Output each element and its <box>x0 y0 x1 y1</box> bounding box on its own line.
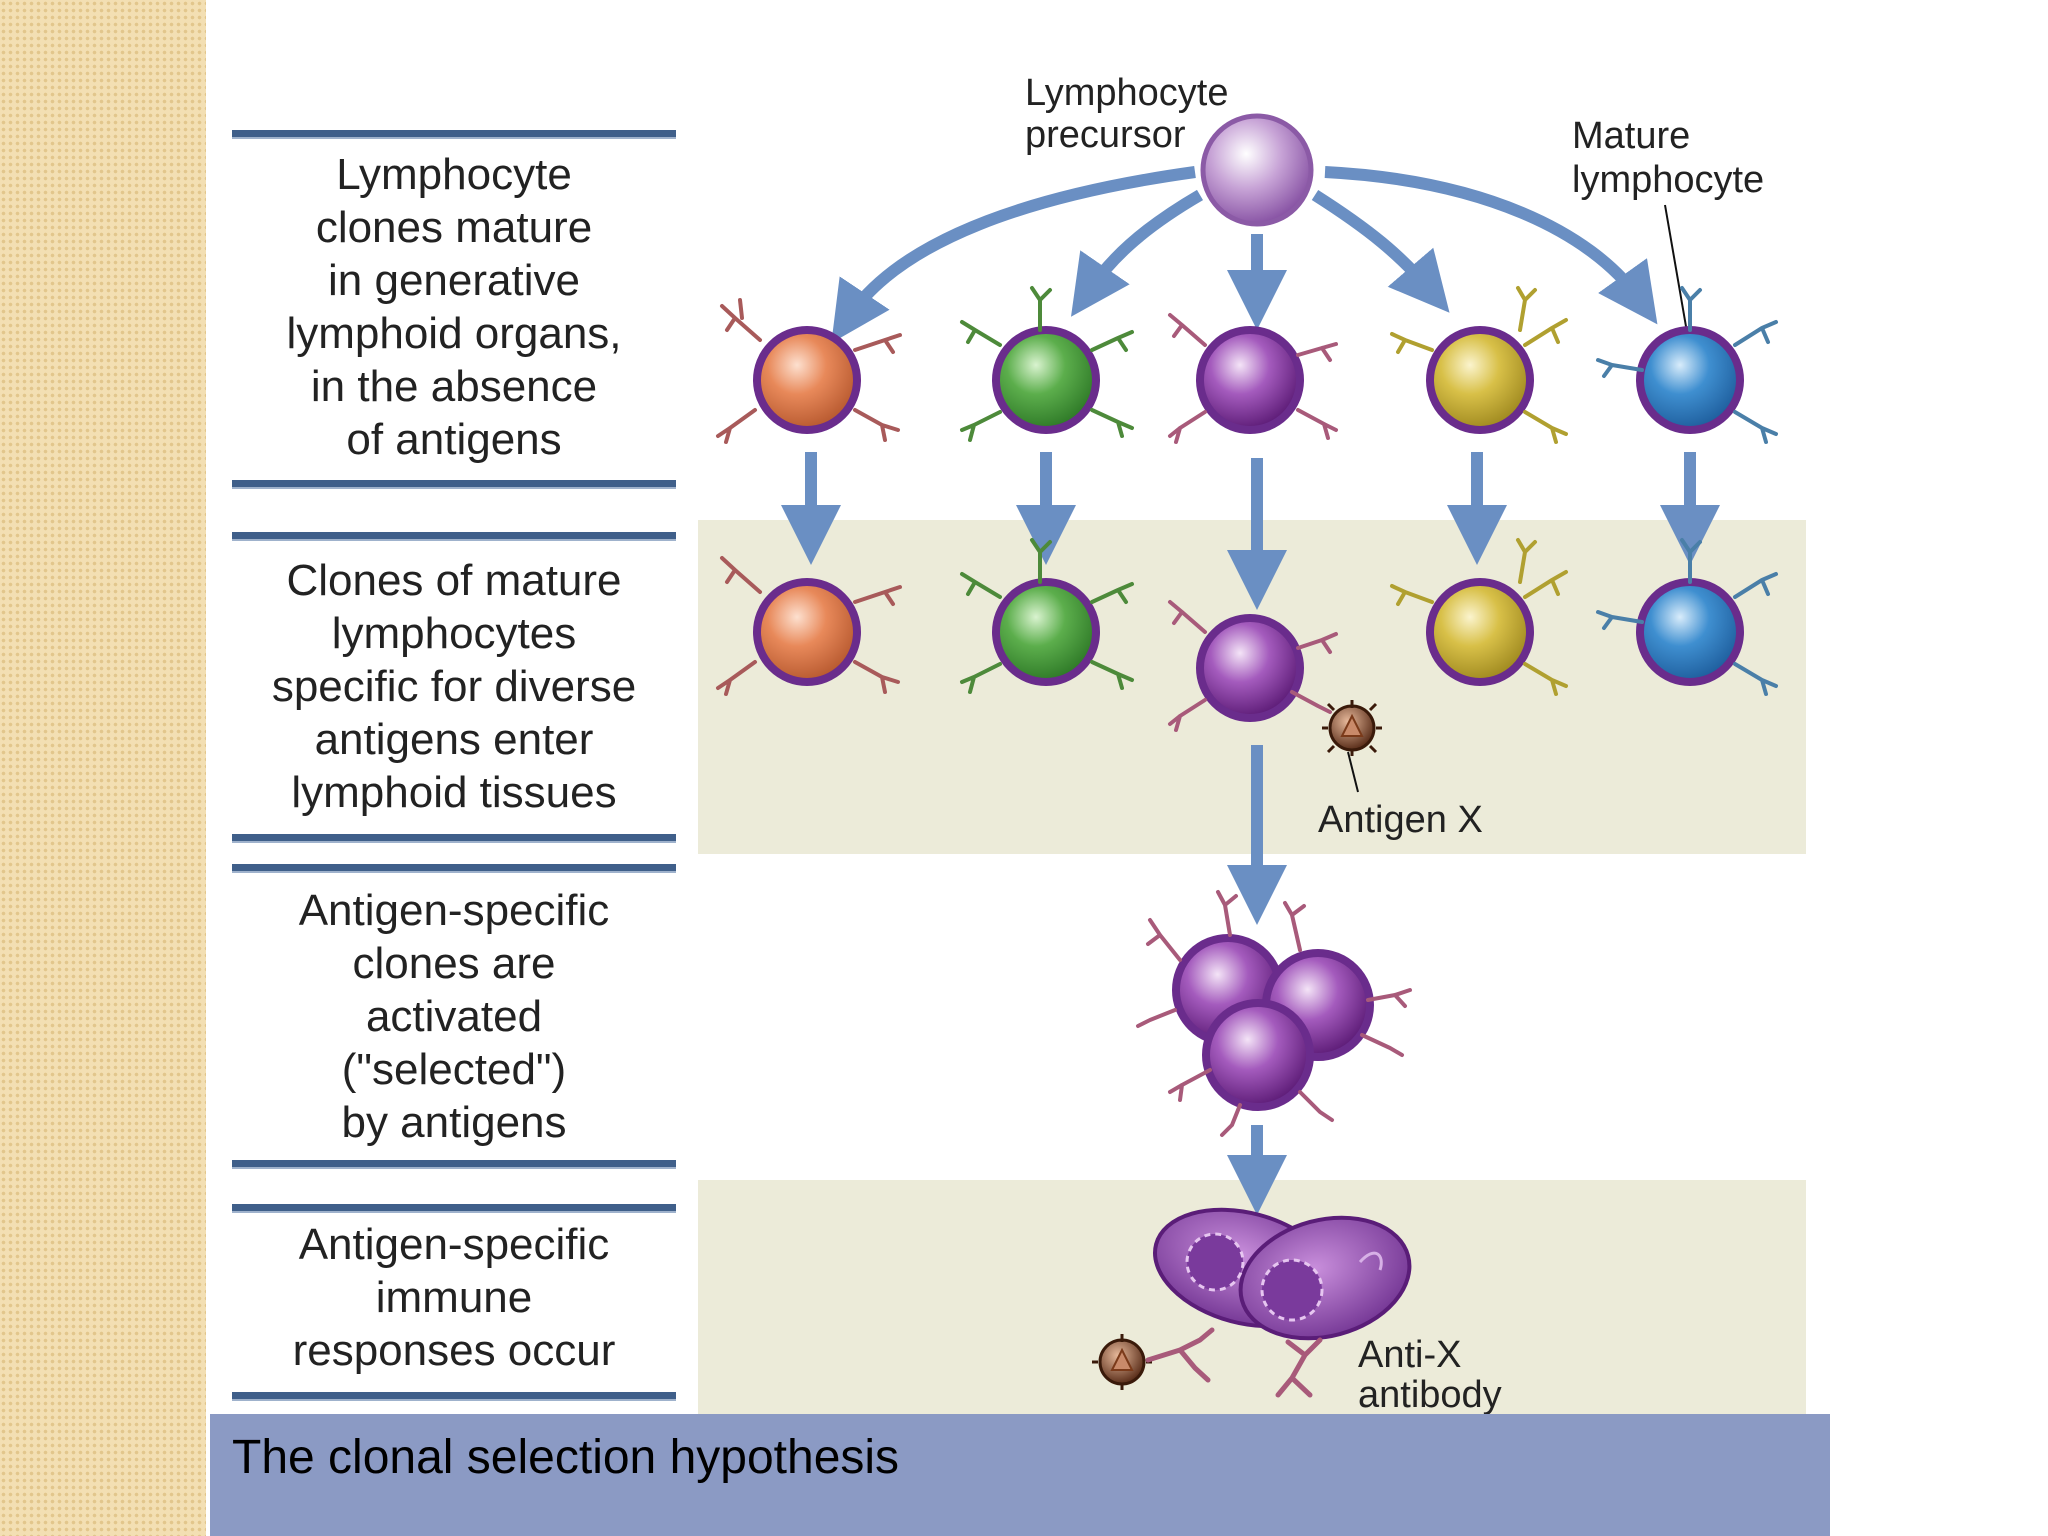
row2-green-cell <box>992 578 1100 686</box>
stage-4-line: responses occur <box>292 1326 616 1375</box>
row2-blue-cell <box>1636 578 1744 686</box>
stage-3-line: ("selected") <box>341 1045 567 1094</box>
plasma-cells <box>1153 1207 1412 1341</box>
mature-label-leader <box>1664 204 1689 339</box>
stage-1-block: Lymphocyte clones mature in generative l… <box>232 130 676 492</box>
maturation-arrows <box>781 452 1720 1215</box>
decorative-side-pattern <box>0 0 206 1536</box>
stage-4-block: Antigen-specific immune responses occur <box>232 1204 676 1404</box>
expanded-clone-cluster <box>1136 890 1412 1137</box>
row1-green-cell <box>992 326 1100 434</box>
stage-1-top-rule <box>232 130 676 139</box>
row2-orange-cell <box>753 578 861 686</box>
antigen-x-leader <box>1347 751 1359 793</box>
arrow-to-yellow <box>1311 189 1450 313</box>
stage-1-bottom-rule <box>232 480 676 489</box>
lymphocyte-precursor-cell <box>1200 113 1314 227</box>
stage-1-line: clones mature <box>315 203 593 252</box>
antigen-x-label: Antigen X <box>1318 799 1483 841</box>
stage-1-text: Lymphocyte clones mature in generative l… <box>232 148 676 466</box>
stage-2-line: specific for diverse <box>271 662 637 711</box>
antigen-x-particle <box>1322 700 1382 756</box>
precursor-arrows <box>831 166 1658 343</box>
stage-3-text: Antigen-specific clones are activated ("… <box>232 884 676 1149</box>
anti-x-antibodies <box>1145 1327 1323 1398</box>
antibody-label-line: Anti-X <box>1358 1334 1461 1376</box>
arrow-to-orange <box>831 166 1196 343</box>
expanded-clone-cell <box>1202 999 1314 1111</box>
mature-label-line: lymphocyte <box>1572 159 1764 201</box>
row1-purple-cell <box>1196 326 1304 434</box>
row1-yellow-cell <box>1426 326 1534 434</box>
mature-label-line: Mature <box>1572 115 1690 157</box>
stage-1-line: in generative <box>328 256 580 305</box>
stage-4-bottom-rule <box>232 1392 676 1401</box>
stage-4-top-rule <box>232 1204 676 1213</box>
arrow-to-green <box>1070 189 1204 317</box>
stage-3-top-rule <box>232 864 676 873</box>
row1-blue-cell <box>1636 326 1744 434</box>
caption-text: The clonal selection hypothesis <box>232 1431 900 1484</box>
precursor-label-line: precursor <box>1025 114 1186 156</box>
bottom-antigen-particle <box>1092 1334 1152 1390</box>
stage-2-top-rule <box>232 532 676 541</box>
stage-1-line: Lymphocyte <box>336 150 572 199</box>
antibody-label-line: antibody <box>1358 1374 1502 1416</box>
row1-orange-cell <box>753 326 861 434</box>
row2-yellow-cell <box>1426 578 1534 686</box>
arrow-to-blue <box>1324 166 1658 325</box>
stage-2-bottom-rule <box>232 834 676 843</box>
caption-bar: The clonal selection hypothesis <box>210 1414 1830 1536</box>
stage-1-line: lymphoid organs, <box>286 309 622 358</box>
stage-2-line: Clones of mature <box>286 556 622 605</box>
stage-3-line: activated <box>365 992 543 1041</box>
stage-2-line: antigens enter <box>314 715 594 764</box>
stage-4-line: immune <box>375 1273 533 1322</box>
stage-3-block: Antigen-specific clones are activated ("… <box>232 864 676 1176</box>
stage-3-line: by antigens <box>341 1098 567 1147</box>
stage-2-block: Clones of mature lymphocytes specific fo… <box>232 532 676 844</box>
stage-3-bottom-rule <box>232 1160 676 1169</box>
stage-4-text: Antigen-specific immune responses occur <box>232 1218 676 1377</box>
precursor-label-line: Lymphocyte <box>1025 72 1228 114</box>
row1-receptors <box>716 286 1778 444</box>
row2-receptors <box>716 538 1778 732</box>
stage-2-text: Clones of mature lymphocytes specific fo… <box>232 554 676 819</box>
stage-3-line: Antigen-specific <box>298 886 610 935</box>
stage-2-line: lymphocytes <box>331 609 577 658</box>
stage-3-line: clones are <box>352 939 556 988</box>
row2-purple-cell <box>1196 614 1304 722</box>
stage-4-line: Antigen-specific <box>298 1220 610 1269</box>
stage-1-line: in the absence <box>310 362 598 411</box>
stage-1-line: of antigens <box>346 415 562 464</box>
stage-2-line: lymphoid tissues <box>291 768 617 817</box>
